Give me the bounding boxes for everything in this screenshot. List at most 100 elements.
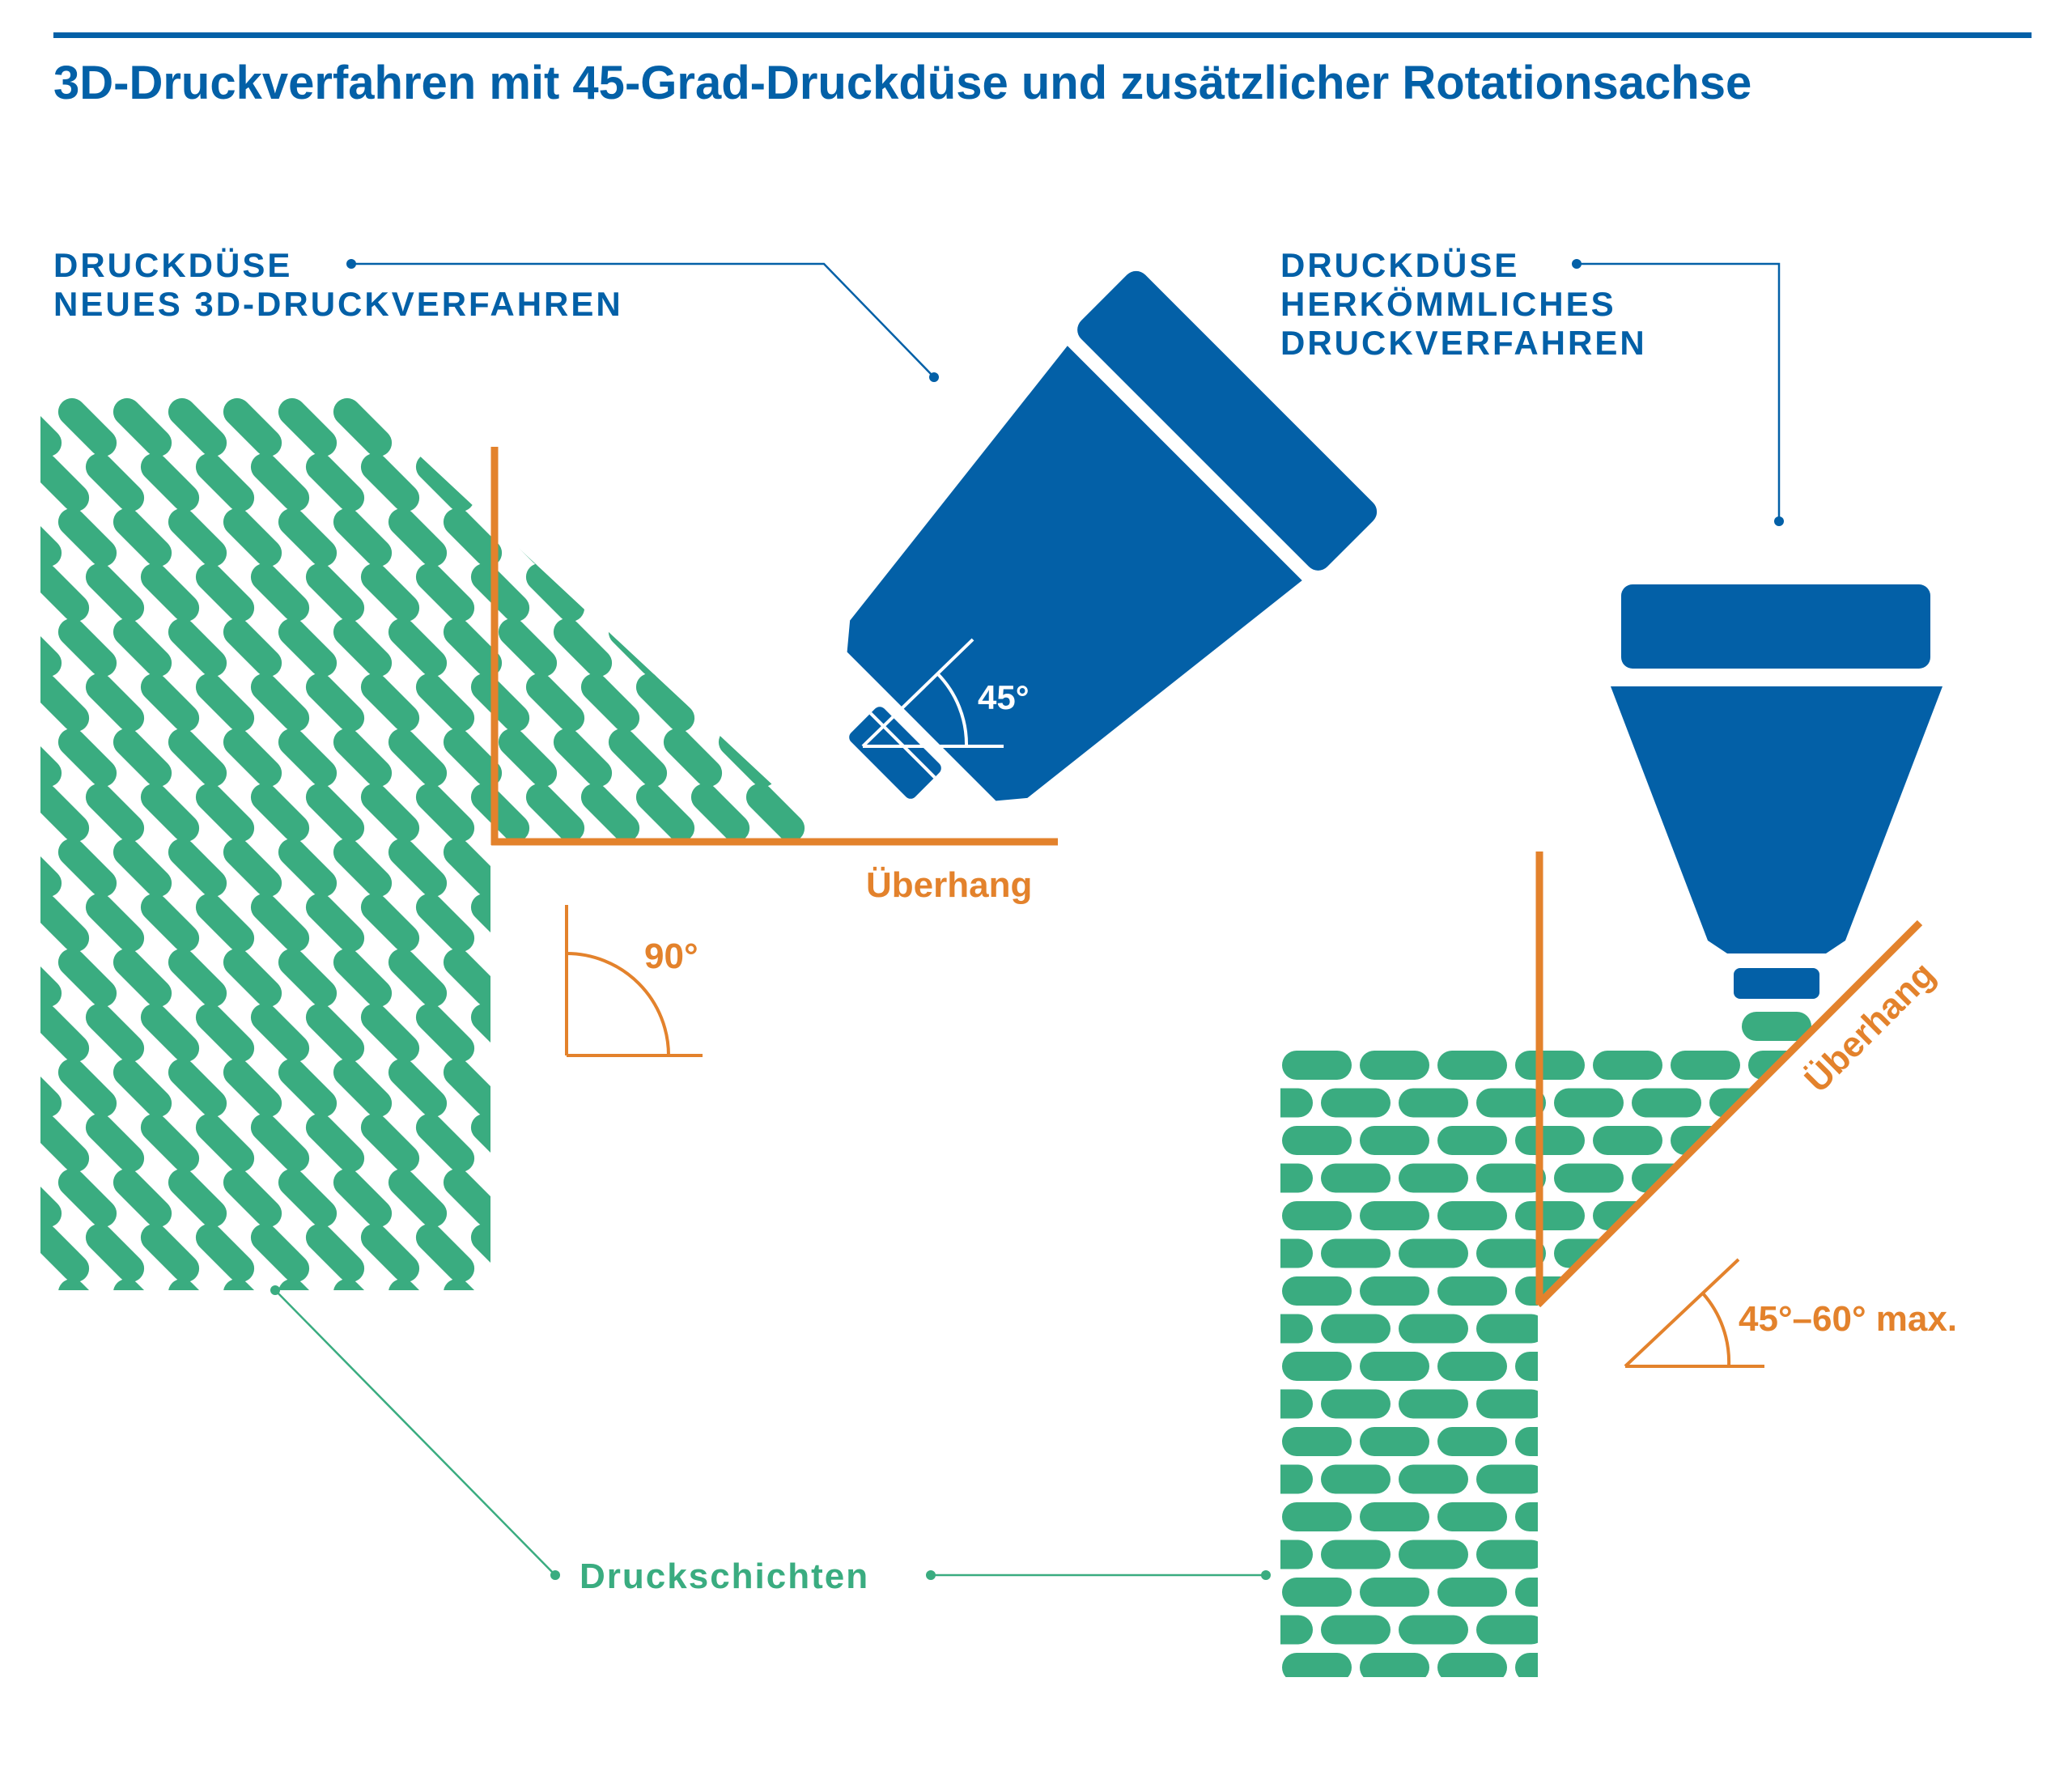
left-layer-pill <box>498 1278 558 1290</box>
left-layer-pill <box>85 563 145 622</box>
left-layer-pill <box>443 508 503 567</box>
left-layer-pill <box>580 563 640 622</box>
right-layer-pill <box>1709 1540 1779 1569</box>
right-layer-pill <box>1981 1578 2051 1607</box>
left-overhang-lines <box>490 447 1058 846</box>
left-layer-pill <box>85 783 145 843</box>
left-layer-pill <box>383 1493 452 1563</box>
left-layer-pill <box>135 1658 205 1728</box>
left-layer-pill <box>355 1438 425 1508</box>
left-layer-pill <box>690 563 750 622</box>
left-layer-pill <box>498 397 558 457</box>
left-layer-pill <box>305 1113 365 1173</box>
right-layer-pill <box>1865 1239 1934 1268</box>
right-layer-pill <box>1360 1051 1429 1080</box>
left-layer-pill <box>438 1603 507 1673</box>
right-layer-pill <box>1981 1653 2051 1682</box>
right-layer-pill <box>1282 1502 1352 1531</box>
right-layer-pill <box>2059 1578 2072 1607</box>
left-layer-pill <box>663 728 723 788</box>
left-layer-pill <box>273 1493 342 1563</box>
right-layer-pill <box>1748 1578 1789 1607</box>
right-layer-pill <box>1981 1427 2051 1456</box>
left-layer-pill <box>360 563 420 622</box>
left-layer-pill <box>498 1168 558 1228</box>
left-layer-pill <box>360 673 420 733</box>
left-layer-pill <box>57 948 117 1008</box>
left-layer-pill <box>525 1113 585 1173</box>
left-angle-symbol <box>565 905 703 1057</box>
left-layer-pill <box>383 1383 452 1453</box>
right-layer-pill <box>1787 1540 1789 1569</box>
left-layer-pill <box>333 1168 393 1228</box>
right-layer-pill <box>1280 1389 1313 1419</box>
left-layer-pill <box>305 1003 365 1063</box>
right-layer-pill <box>1280 1314 1313 1344</box>
left-layer-pill <box>415 1113 475 1173</box>
left-layer-pill <box>635 1223 695 1283</box>
left-layer-pill <box>190 1658 260 1728</box>
left-layer-pill <box>140 1113 200 1173</box>
right-layer-pill <box>1554 1540 1624 1569</box>
left-layer-pill <box>493 1603 563 1673</box>
left-layer-pill <box>713 1603 783 1673</box>
left-layer-pill <box>57 508 117 567</box>
left-layer-pill <box>415 452 475 512</box>
right-layer-pill <box>1166 1616 1235 1645</box>
right-layer-pill <box>1904 1352 1973 1381</box>
right-layer-pill <box>1515 1201 1585 1230</box>
left-layer-pill <box>223 838 282 898</box>
left-nozzle-tip <box>849 707 941 799</box>
left-layer-pill <box>250 783 310 843</box>
right-layer-pill <box>2020 1540 2072 1569</box>
left-layer-pill <box>525 783 585 843</box>
right-layer-pill <box>1787 1389 1789 1419</box>
left-layer-pill <box>53 1383 122 1453</box>
left-layer-pill <box>580 1223 640 1283</box>
right-layer-pill <box>1942 1089 2012 1118</box>
left-layer-pill <box>40 893 90 953</box>
left-layer-pill <box>190 1328 260 1398</box>
right-layer-pill <box>1476 1238 1546 1268</box>
left-layer-pill <box>608 728 668 788</box>
right-layer-pill <box>1399 1238 1468 1268</box>
left-layer-pill <box>190 1548 260 1618</box>
left-layer-pill <box>223 618 282 677</box>
left-layer-pill <box>278 1168 338 1228</box>
left-layer-pill <box>360 783 420 843</box>
left-layer-pill <box>250 673 310 733</box>
left-layer-pill <box>525 673 585 733</box>
left-layer-pill <box>658 1603 728 1673</box>
right-layer-pill <box>1204 1653 1274 1682</box>
right-layer-pill <box>1204 1427 1274 1456</box>
left-layer-pill <box>415 563 475 622</box>
left-nozzle-label-line2: NEUES 3D-DRUCKVERFAHREN <box>53 285 623 323</box>
left-layer-pill <box>328 1493 397 1563</box>
left-layer-pill <box>113 948 172 1008</box>
left-layer-pill <box>25 1658 95 1728</box>
left-layer-pill <box>635 452 695 512</box>
left-layer-pill <box>57 1058 117 1118</box>
left-overhang-angle: 90° <box>644 936 698 976</box>
right-layer-pill <box>1787 1238 1789 1268</box>
right-layer-pill <box>1748 1653 1789 1677</box>
left-layer-pill <box>690 783 750 843</box>
left-layer-pill <box>415 1003 475 1063</box>
left-layer-pill <box>718 1058 778 1118</box>
right-layer-pill <box>1360 1126 1429 1155</box>
right-layer-pill <box>1204 1352 1274 1381</box>
left-layer-pill <box>135 1328 205 1398</box>
right-printed-layers <box>1166 1012 2072 1682</box>
left-layer-pill <box>575 1658 645 1728</box>
left-layer-pill <box>443 728 503 788</box>
left-layer-pill <box>333 618 393 677</box>
left-layer-pill <box>108 1493 177 1563</box>
right-layer-pill <box>1280 1088 1313 1118</box>
left-layer-pill <box>333 728 393 788</box>
left-layer-pill <box>140 1223 200 1283</box>
left-layer-pill <box>223 1058 282 1118</box>
left-layer-pill <box>470 563 530 622</box>
left-layer-pill <box>300 1548 370 1618</box>
left-layer-pill <box>40 452 90 512</box>
left-layer-pill <box>608 1168 668 1228</box>
